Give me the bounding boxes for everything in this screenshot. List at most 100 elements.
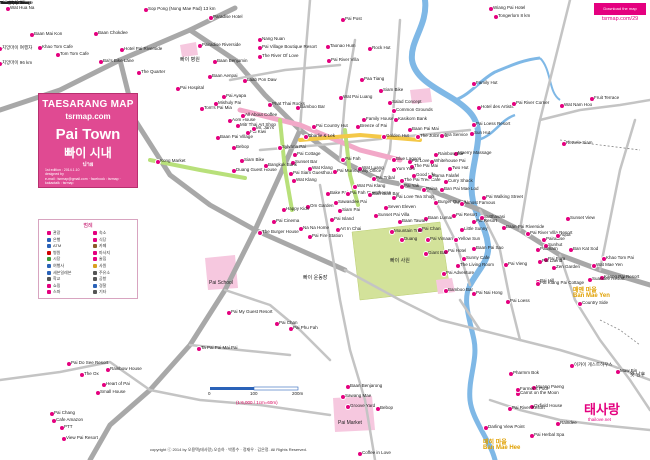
poi-label[interactable]: The Juice Pai: [420, 133, 448, 138]
poi-label[interactable]: Pai Resort: [476, 218, 498, 223]
poi-marker-icon[interactable]: [352, 184, 358, 190]
poi-label[interactable]: Wat Mae Yen: [596, 262, 623, 267]
poi-marker-icon[interactable]: [543, 243, 549, 249]
poi-marker-icon[interactable]: [399, 184, 405, 190]
poi-label[interactable]: Hotel des Artists: [481, 104, 514, 109]
poi-label[interactable]: Rewele Siam: [566, 140, 593, 145]
poi-marker-icon[interactable]: [535, 281, 541, 287]
poi-label[interactable]: Pai Laena: [542, 258, 563, 263]
poi-marker-icon[interactable]: [483, 425, 489, 431]
poi-marker-icon[interactable]: [389, 229, 395, 235]
poi-label[interactable]: Rainbow House: [110, 366, 142, 371]
poi-marker-icon[interactable]: [615, 369, 621, 375]
poi-label[interactable]: Baan Pai Riverside: [506, 224, 545, 229]
poi-marker-icon[interactable]: [423, 216, 429, 222]
poi-label[interactable]: Siam Bike: [244, 157, 265, 162]
poi-label[interactable]: The Pai Tree Cafe: [404, 177, 441, 182]
poi-marker-icon[interactable]: [559, 103, 565, 109]
poi-marker-icon[interactable]: [569, 363, 575, 369]
poi-marker-icon[interactable]: [568, 247, 574, 253]
poi-label[interactable]: Yum Yum: [396, 166, 416, 171]
poi-label[interactable]: Baan Benjamin: [217, 58, 248, 63]
poi-label[interactable]: Mountain Tree: [394, 228, 423, 233]
poi-marker-icon[interactable]: [409, 164, 415, 170]
poi-marker-icon[interactable]: [257, 230, 263, 236]
poi-marker-icon[interactable]: [391, 167, 397, 173]
poi-label[interactable]: Baan Tawan: [402, 218, 427, 223]
poi-marker-icon[interactable]: [459, 201, 465, 207]
poi-label[interactable]: Pai River Villa Resort: [530, 230, 573, 235]
poi-marker-icon[interactable]: [37, 45, 43, 51]
poi-marker-icon[interactable]: [119, 47, 125, 53]
poi-marker-icon[interactable]: [271, 219, 277, 225]
poi-label[interactable]: Pai Hospital: [180, 85, 205, 90]
poi-marker-icon[interactable]: [441, 271, 447, 277]
poi-marker-icon[interactable]: [415, 134, 421, 140]
poi-label[interactable]: All About Coffee: [245, 112, 278, 117]
poi-label[interactable]: Pai Loess Resort: [476, 121, 511, 126]
poi-label[interactable]: Pharmm Bok: [513, 370, 540, 375]
poi-marker-icon[interactable]: [298, 226, 304, 232]
poi-label[interactable]: Pai Country Hut: [316, 123, 348, 128]
poi-marker-icon[interactable]: [175, 86, 181, 92]
poi-marker-icon[interactable]: [488, 6, 494, 12]
poi-marker-icon[interactable]: [508, 371, 514, 377]
poi-marker-icon[interactable]: [378, 88, 384, 94]
site-url[interactable]: tsrmap.com: [65, 112, 111, 121]
poi-label[interactable]: Sawang Mae: [345, 393, 372, 398]
poi-label[interactable]: Tourist Police: [0, 0, 27, 5]
poi-marker-icon[interactable]: [481, 195, 487, 201]
poi-label[interactable]: Pai Cottage: [297, 151, 321, 156]
poi-label[interactable]: Pai Hill: [540, 278, 555, 283]
poi-marker-icon[interactable]: [79, 372, 85, 378]
poi-marker-icon[interactable]: [399, 237, 405, 243]
poi-marker-icon[interactable]: [332, 169, 338, 175]
poi-label[interactable]: Bebop: [380, 405, 394, 410]
poi-marker-icon[interactable]: [274, 321, 280, 327]
poi-label[interactable]: The Burger House: [262, 229, 299, 234]
download-label[interactable]: Download the map: [594, 3, 646, 15]
poi-label[interactable]: Raindee: [560, 420, 577, 425]
poi-marker-icon[interactable]: [326, 58, 332, 64]
poi-marker-icon[interactable]: [340, 394, 346, 400]
poi-label[interactable]: Baan Chokdee: [98, 30, 128, 35]
poi-label[interactable]: PTT: [64, 424, 73, 429]
poi-label[interactable]: Heart of Pai: [106, 381, 130, 386]
poi-marker-icon[interactable]: [589, 96, 595, 102]
poi-label[interactable]: Darling View Point: [488, 424, 525, 429]
poi-label[interactable]: Ban Mae Hee: [0, 0, 28, 5]
poi-marker-icon[interactable]: [61, 436, 67, 442]
poi-label[interactable]: Bai's Bike Lane: [103, 58, 134, 63]
poi-marker-icon[interactable]: [0, 46, 3, 52]
poi-label[interactable]: Wiang Pai Hotel: [493, 5, 526, 10]
poi-label[interactable]: Pai Hotel: [448, 248, 467, 253]
poi-label[interactable]: Pai Chan: [279, 320, 298, 325]
poi-marker-icon[interactable]: [345, 404, 351, 410]
poi-label[interactable]: Bangkok Bank: [268, 162, 298, 167]
poi-label[interactable]: Khao Tom Cafe: [42, 44, 73, 49]
poi-label[interactable]: Baan Benjarong: [350, 383, 383, 388]
poi-marker-icon[interactable]: [311, 124, 317, 130]
poi-label[interactable]: 이카이 게스트하우스: [574, 362, 613, 367]
poi-marker-icon[interactable]: [397, 219, 403, 225]
poi-marker-icon[interactable]: [340, 157, 346, 163]
poi-marker-icon[interactable]: [303, 134, 309, 140]
poi-marker-icon[interactable]: [555, 421, 561, 427]
poi-marker-icon[interactable]: [98, 59, 104, 65]
poi-label[interactable]: Golden Hut: [386, 133, 409, 138]
poi-marker-icon[interactable]: [591, 263, 597, 269]
poi-label[interactable]: Pai River Corner: [516, 100, 550, 105]
poi-marker-icon[interactable]: [433, 152, 439, 158]
poi-marker-icon[interactable]: [599, 275, 605, 281]
poi-marker-icon[interactable]: [196, 346, 202, 352]
poi-marker-icon[interactable]: [391, 195, 397, 201]
poi-marker-icon[interactable]: [359, 77, 365, 83]
poi-marker-icon[interactable]: [417, 227, 423, 233]
poi-marker-icon[interactable]: [0, 61, 3, 67]
poi-label[interactable]: Rock Hut: [372, 45, 391, 50]
poi-label[interactable]: Family House: [366, 116, 394, 121]
poi-label[interactable]: Ta Pai Pai Mai Pai: [201, 345, 238, 350]
poi-label[interactable]: Paa Tiang: [364, 76, 385, 81]
poi-label[interactable]: Mama Falafel: [432, 173, 460, 178]
poi-label[interactable]: Charlie & Lek: [308, 133, 336, 138]
